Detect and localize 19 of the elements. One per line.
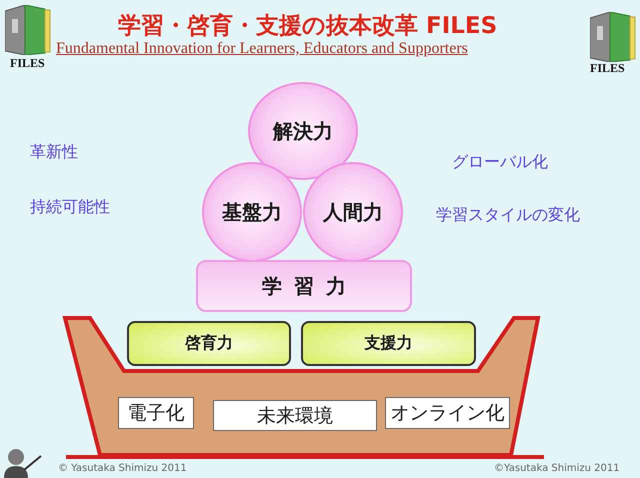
- icon-caption: FILES: [590, 62, 625, 76]
- title: 学習・啓育・支援の抜本改革 FILES: [118, 14, 498, 40]
- circle-node: 解決力: [248, 82, 358, 180]
- text-panel: 電子化: [118, 397, 194, 429]
- rounded-panel: 学習力: [196, 260, 412, 312]
- subtitle: Fundamental Innovation for Learners, Educators and Supporters: [56, 40, 468, 58]
- text-panel: オンライン化: [385, 397, 510, 429]
- side-label: 学習スタイルの変化: [436, 206, 580, 224]
- circle-node: 人間力: [303, 162, 403, 262]
- side-label: 持続可能性: [30, 198, 110, 216]
- copyright-text: © Yasutaka Shimizu 2011: [58, 463, 187, 474]
- rounded-panel: 支援力: [301, 321, 476, 366]
- circle-node: 基盤力: [202, 162, 302, 262]
- text-panel: 未来環境: [213, 400, 377, 431]
- side-label: 革新性: [30, 143, 78, 161]
- side-label: グローバル化: [452, 153, 548, 171]
- copyright-text: ©Yasutaka Shimizu 2011: [494, 463, 620, 474]
- icon-caption: FILES: [10, 57, 45, 70]
- rounded-panel: 啓育力: [127, 321, 291, 366]
